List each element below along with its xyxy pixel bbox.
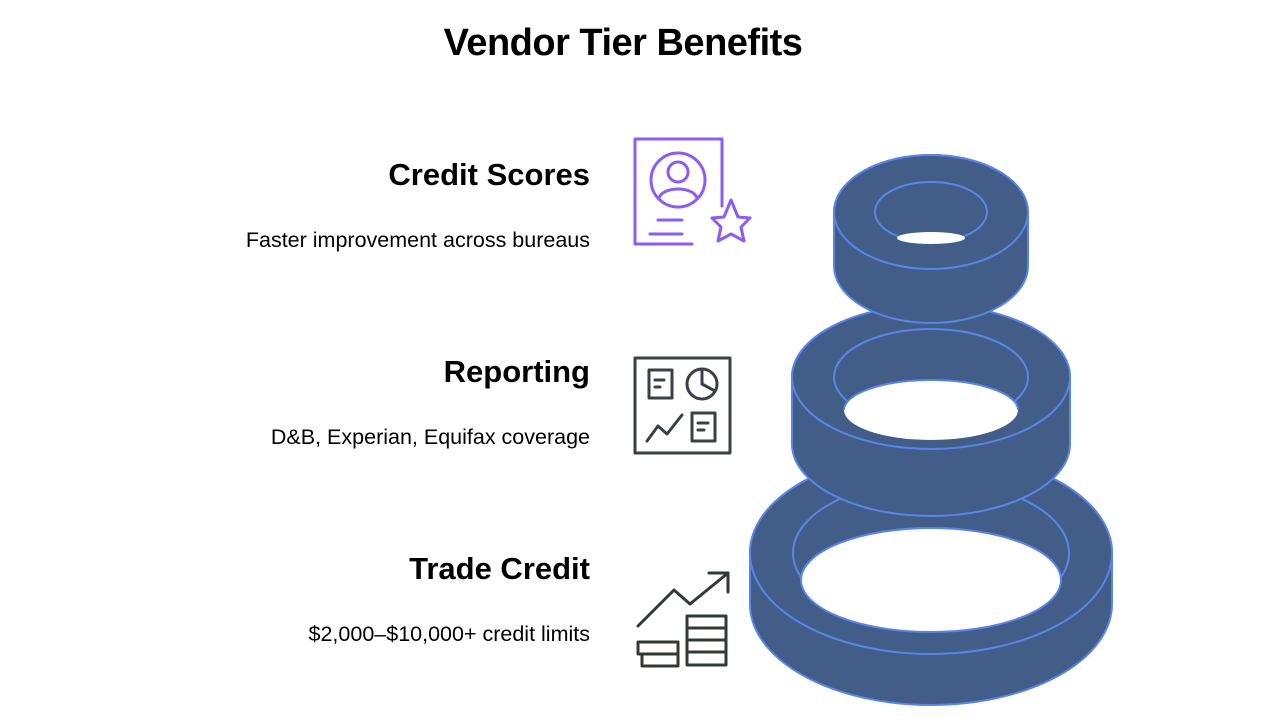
benefit-title: Trade Credit [409, 551, 590, 586]
report-dashboard-icon [633, 356, 732, 455]
benefit-credit-scores: Credit Scores Faster improvement across … [70, 157, 590, 253]
benefit-description: Faster improvement across bureaus [245, 228, 590, 252]
money-growth-icon [636, 571, 730, 668]
benefit-reporting: Reporting D&B, Experian, Equifax coverag… [70, 354, 590, 450]
page-title: Vendor Tier Benefits [443, 22, 803, 64]
benefit-description: $2,000–$10,000+ credit limits [308, 622, 590, 646]
ring-middle [791, 304, 1071, 517]
benefit-description: D&B, Experian, Equifax coverage [270, 425, 590, 449]
profile-star-icon [633, 137, 752, 246]
benefit-trade-credit: Trade Credit $2,000–$10,000+ credit limi… [70, 551, 590, 647]
ring-top [833, 154, 1029, 324]
benefit-title: Credit Scores [388, 157, 590, 192]
ring-bottom [749, 451, 1113, 706]
benefit-title: Reporting [443, 354, 590, 389]
